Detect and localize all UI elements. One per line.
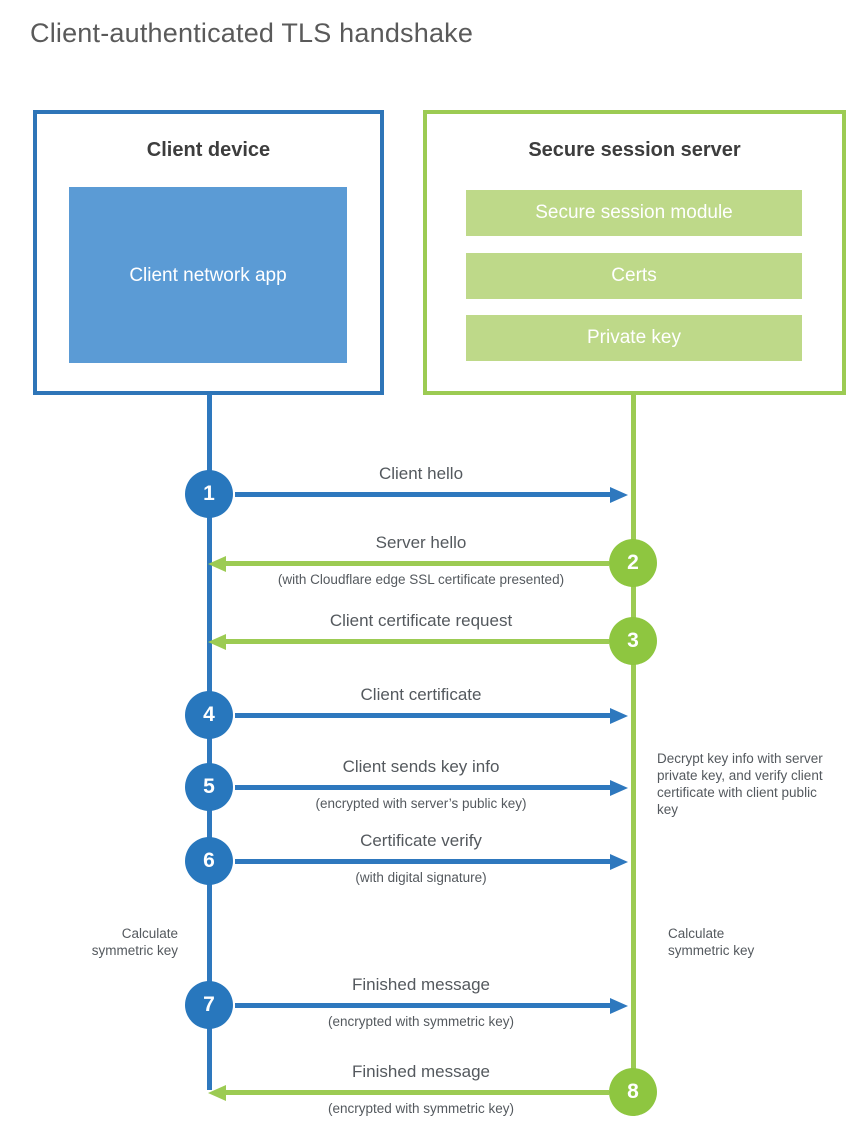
step-3-arrow-left-icon <box>208 633 609 650</box>
step-2-sublabel: (with Cloudflare edge SSL certificate pr… <box>277 572 565 587</box>
step-1-label: Client hello <box>378 464 464 483</box>
server-module-private-key: Private key <box>466 315 802 361</box>
step-5-sublabel: (encrypted with server’s public key) <box>315 796 527 811</box>
client-device-title: Client device <box>146 139 271 161</box>
step-7-marker: 7 <box>185 981 233 1029</box>
server-decrypt-note: Decrypt key info with server private key… <box>657 751 823 817</box>
step-4-marker: 4 <box>185 691 233 739</box>
server-lifeline <box>631 394 636 1094</box>
step-3-label: Client certificate request <box>329 611 513 630</box>
step-8-label: Finished message <box>352 1062 490 1081</box>
secure-session-server-title: Secure session server <box>528 139 741 161</box>
client-network-app-box: Client network app <box>69 187 347 363</box>
step-2-label: Server hello <box>375 533 467 552</box>
server-module-secure-session: Secure session module <box>466 190 802 236</box>
step-5-marker: 5 <box>185 763 233 811</box>
step-1-arrow-right-icon <box>235 486 628 503</box>
step-2-marker: 2 <box>609 539 657 587</box>
step-8-arrow-left-icon <box>208 1084 609 1101</box>
step-7-sublabel: (encrypted with symmetric key) <box>327 1014 515 1029</box>
step-6-arrow-right-icon <box>235 853 628 870</box>
page-title: Client-authenticated TLS handshake <box>30 18 474 48</box>
step-3-marker: 3 <box>609 617 657 665</box>
step-7-label: Finished message <box>352 975 490 994</box>
calculate-symmetric-key-note-client: Calculate symmetric key <box>91 926 178 958</box>
calculate-symmetric-key-note-server: Calculate symmetric key <box>668 926 755 958</box>
step-8-marker: 8 <box>609 1068 657 1116</box>
step-6-sublabel: (with digital signature) <box>355 870 487 885</box>
step-4-label: Client certificate <box>360 685 482 704</box>
step-2-arrow-left-icon <box>208 555 609 572</box>
client-lifeline <box>207 394 212 1090</box>
step-1-marker: 1 <box>185 470 233 518</box>
step-5-label: Client sends key info <box>342 757 500 776</box>
step-7-arrow-right-icon <box>235 997 628 1014</box>
step-4-arrow-right-icon <box>235 707 628 724</box>
step-8-sublabel: (encrypted with symmetric key) <box>327 1101 515 1116</box>
client-network-app-label: Client network app <box>129 264 287 286</box>
step-6-marker: 6 <box>185 837 233 885</box>
server-module-certs: Certs <box>466 253 802 299</box>
step-5-arrow-right-icon <box>235 779 628 796</box>
step-6-label: Certificate verify <box>360 831 482 850</box>
